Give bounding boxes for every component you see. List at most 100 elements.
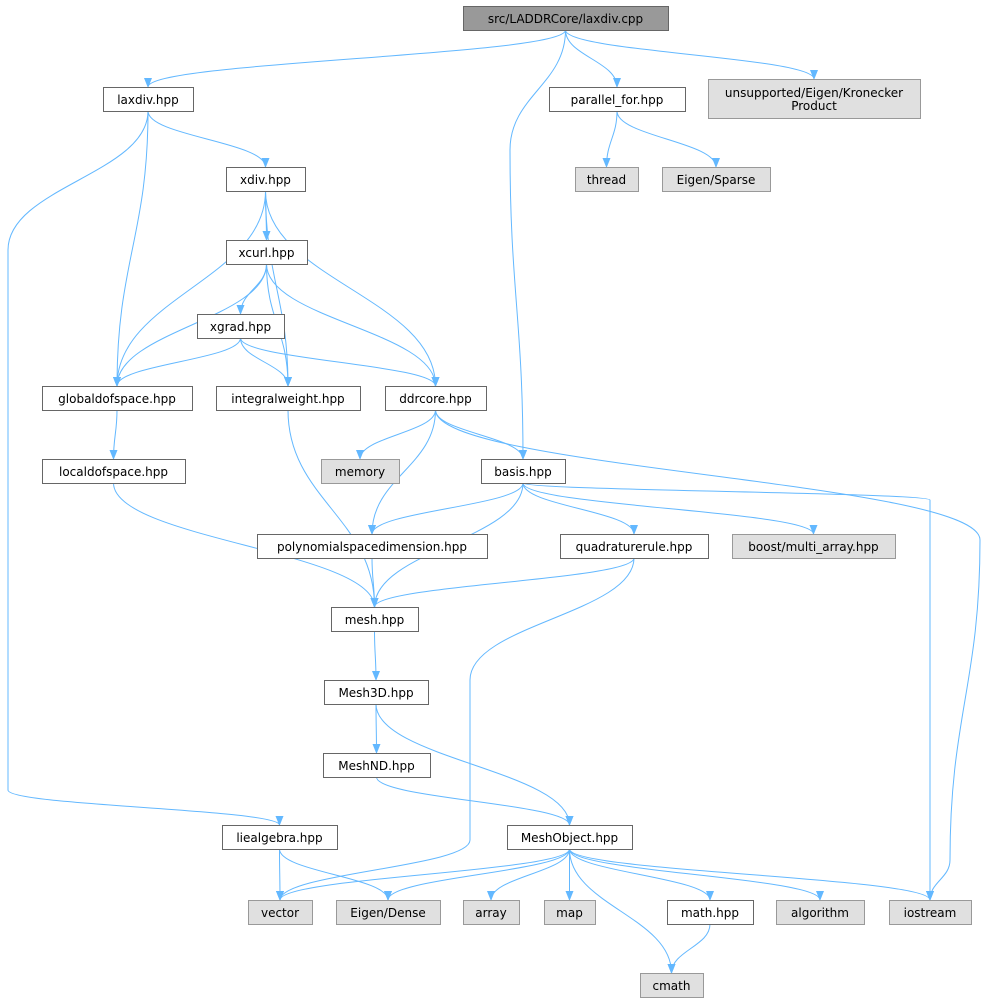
node-xgrad[interactable]: xgrad.hpp — [197, 314, 285, 339]
node-laxdiv[interactable]: laxdiv.hpp — [103, 87, 194, 112]
edge-parallel_for-to-eigen_sparse — [616, 110, 720, 168]
node-box — [197, 314, 285, 339]
nodes-layer: src/LADDRCore/laxdiv.cpp laxdiv.hpp parall… — [42, 6, 972, 998]
node-label: parallel_for.hpp — [571, 93, 664, 107]
edge-laxdiv-to-liealgebra — [7, 110, 284, 826]
node-math[interactable]: math.hpp — [667, 900, 754, 925]
node-meshnd[interactable]: MeshND.hpp — [323, 753, 431, 778]
node-box — [640, 973, 704, 998]
node-box — [331, 607, 419, 632]
edge-quadraturerule-to-vector — [276, 557, 635, 901]
edge-basis-to-iostream — [522, 482, 934, 901]
edge-ddrcore-to-basis — [435, 409, 527, 460]
node-label: mesh.hpp — [345, 613, 405, 627]
node-label: integralweight.hpp — [231, 392, 344, 406]
node-box — [776, 900, 865, 925]
node-vector: vector — [248, 900, 313, 925]
edge-liealgebra-to-vector — [275, 848, 284, 901]
edge-mesh3d-to-meshobject — [375, 703, 574, 826]
node-label: array — [475, 906, 506, 920]
edge-xcurl-to-ddrcore — [266, 263, 440, 387]
node-label: xdiv.hpp — [240, 173, 291, 187]
node-box — [549, 87, 686, 112]
node-xcurl[interactable]: xcurl.hpp — [226, 240, 308, 265]
node-label: quadraturerule.hpp — [576, 540, 693, 554]
node-box — [324, 680, 429, 705]
node-box — [544, 900, 596, 925]
edge-meshobject-to-vector — [276, 848, 570, 901]
node-root[interactable]: src/LADDRCore/laxdiv.cpp — [463, 6, 669, 31]
node-array: array — [463, 900, 520, 925]
node-label: algorithm — [791, 906, 849, 920]
node-box — [226, 240, 308, 265]
edge-xdiv-to-globaldofspace — [113, 190, 266, 387]
edge-meshobject-to-cmath — [569, 848, 676, 974]
node-label: globaldofspace.hpp — [58, 392, 176, 406]
node-multi_array: boost/multi_array.hpp — [732, 534, 896, 559]
node-label: memory — [335, 465, 385, 479]
node-label: Eigen/Sparse — [677, 173, 756, 187]
edges-layer — [7, 29, 981, 974]
node-box — [662, 167, 771, 192]
edge-laxdiv-to-xdiv — [147, 110, 270, 168]
node-box — [463, 6, 669, 31]
node-meshobject[interactable]: MeshObject.hpp — [507, 825, 633, 850]
node-mesh[interactable]: mesh.hpp — [331, 607, 419, 632]
edge-math-to-cmath — [667, 923, 711, 974]
node-polyspacedim[interactable]: polynomialspacedimension.hpp — [257, 534, 488, 559]
edge-root-to-parallel_for — [565, 29, 621, 88]
edge-root-to-kronecker — [565, 29, 818, 80]
edge-localdofspace-to-mesh — [113, 482, 379, 608]
edge-xcurl-to-globaldofspace — [113, 263, 267, 387]
node-label: Eigen/Dense — [350, 906, 425, 920]
node-label: localdofspace.hpp — [59, 465, 168, 479]
node-box — [216, 386, 361, 411]
node-basis[interactable]: basis.hpp — [481, 459, 566, 484]
node-box — [889, 900, 972, 925]
node-label: ddrcore.hpp — [399, 392, 472, 406]
node-label: polynomialspacedimension.hpp — [277, 540, 467, 554]
edge-ddrcore-to-iostream — [435, 409, 981, 901]
node-cmath: cmath — [640, 973, 704, 998]
edge-ddrcore-to-polyspacedim — [368, 409, 436, 535]
edge-globaldofspace-to-localdofspace — [109, 409, 118, 460]
edge-xgrad-to-integralweight — [240, 337, 292, 387]
node-ddrcore[interactable]: ddrcore.hpp — [385, 386, 487, 411]
node-algorithm: algorithm — [776, 900, 865, 925]
node-label: map — [556, 906, 583, 920]
node-label: cmath — [653, 979, 691, 993]
edge-ddrcore-to-memory — [356, 409, 436, 460]
node-localdofspace[interactable]: localdofspace.hpp — [42, 459, 186, 484]
node-integralweight[interactable]: integralweight.hpp — [216, 386, 361, 411]
node-box — [42, 386, 193, 411]
edge-liealgebra-to-eigen_dense — [279, 848, 392, 901]
node-parallel_for[interactable]: parallel_for.hpp — [549, 87, 686, 112]
node-thread: thread — [575, 167, 639, 192]
edge-basis-to-multi_array — [522, 482, 818, 535]
node-xdiv[interactable]: xdiv.hpp — [226, 167, 306, 192]
node-label: boost/multi_array.hpp — [748, 540, 878, 554]
node-label: src/LADDRCore/laxdiv.cpp — [488, 12, 643, 26]
node-memory: memory — [321, 459, 400, 484]
edge-meshobject-to-eigen_dense — [384, 848, 570, 901]
node-mesh3d[interactable]: Mesh3D.hpp — [324, 680, 429, 705]
node-liealgebra[interactable]: liealgebra.hpp — [222, 825, 338, 850]
node-box — [222, 825, 338, 850]
node-box — [667, 900, 754, 925]
node-box — [708, 79, 921, 119]
node-iostream: iostream — [889, 900, 972, 925]
edge-basis-to-polyspacedim — [368, 482, 524, 535]
edge-basis-to-quadraturerule — [522, 482, 638, 535]
node-label: liealgebra.hpp — [236, 831, 322, 845]
edge-meshobject-to-algorithm — [569, 848, 824, 901]
node-box — [42, 459, 186, 484]
edge-xcurl-to-xgrad — [236, 263, 267, 315]
edge-root-to-laxdiv — [144, 29, 566, 88]
node-quadraturerule[interactable]: quadraturerule.hpp — [560, 534, 709, 559]
node-globaldofspace[interactable]: globaldofspace.hpp — [42, 386, 193, 411]
edge-integralweight-to-mesh — [287, 409, 379, 608]
edge-quadraturerule-to-mesh — [370, 557, 635, 608]
